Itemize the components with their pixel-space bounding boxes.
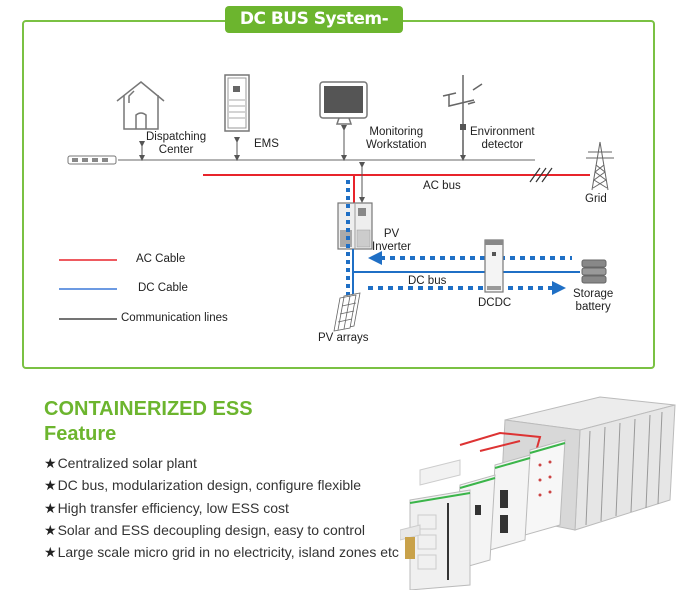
feature-subtitle: Feature xyxy=(44,423,117,445)
transmission-tower-icon xyxy=(586,141,614,191)
ac-cable-icon xyxy=(459,431,542,456)
pv-inverter-label: PV Inverter xyxy=(372,228,411,254)
monitoring-label-line2: Workstation xyxy=(366,139,427,151)
phase-mark-icon xyxy=(529,167,553,183)
ems-label: EMS xyxy=(254,138,279,150)
feature-list: ★Centralized solar plant ★DC bus, modula… xyxy=(44,452,399,563)
ems-cabinet-icon xyxy=(224,74,250,132)
environment-detector-label: Environment detector xyxy=(470,126,535,152)
feature-item: ★DC bus, modularization design, configur… xyxy=(44,474,399,496)
monitoring-workstation-label: Monitoring Workstation xyxy=(366,126,427,152)
transformer-cabinet-icon xyxy=(409,489,471,590)
solar-panel-icon xyxy=(333,292,361,332)
legend-comm-label: Communication lines xyxy=(121,312,228,324)
feature-item: ★Large scale micro grid in no electricit… xyxy=(44,541,399,563)
dc-bus-label: DC bus xyxy=(408,275,447,287)
star-icon: ★ xyxy=(44,521,57,538)
diagram-title: DC BUS System-BESS xyxy=(225,6,403,56)
storage-label-line2: battery xyxy=(575,301,611,313)
storage-label-line1: Storage xyxy=(573,288,614,300)
legend-dc-label: DC Cable xyxy=(138,282,188,294)
star-icon: ★ xyxy=(44,477,57,494)
feature-item-text: Centralized solar plant xyxy=(57,455,197,471)
pcs-cabinet-icon xyxy=(489,454,531,551)
system-diagram xyxy=(59,74,614,332)
pv-inverter-label-line1: PV xyxy=(383,228,400,240)
containerized-ess-illustration xyxy=(400,396,676,590)
feature-item-text: DC bus, modularization design, configure… xyxy=(57,477,362,494)
legend-ac-label: AC Cable xyxy=(136,253,186,265)
feature-title: CONTAINERIZED ESS xyxy=(44,398,253,420)
feature-item: ★Centralized solar plant xyxy=(44,452,399,474)
pv-inverter-icon xyxy=(337,202,373,250)
left-arrow-icon xyxy=(368,251,382,265)
feature-item: ★Solar and ESS decoupling design, easy t… xyxy=(44,519,399,541)
feature-item-text: Solar and ESS decoupling design, easy to… xyxy=(57,521,365,538)
feature-item-text: Large scale micro grid in no electricity… xyxy=(57,544,399,561)
dispatching-label-line2: Center xyxy=(158,144,194,156)
dispatching-center-label: Dispatching Center xyxy=(146,131,206,157)
network-switch-icon xyxy=(67,155,117,165)
star-icon: ★ xyxy=(44,544,57,561)
grid-label: Grid xyxy=(585,193,607,205)
storage-battery-label: Storage battery xyxy=(573,288,613,314)
feature-item: ★High transfer efficiency, low ESS cost xyxy=(44,497,399,519)
environment-label-line2: detector xyxy=(481,139,524,151)
monitoring-label-line1: Monitoring xyxy=(369,126,424,138)
battery-rack-icon xyxy=(419,439,566,536)
star-icon: ★ xyxy=(44,455,57,471)
ac-bus-label: AC bus xyxy=(423,180,461,192)
pv-inverter-label-line2: Inverter xyxy=(372,241,411,253)
house-icon xyxy=(116,81,165,130)
feature-item-text: High transfer efficiency, low ESS cost xyxy=(57,499,289,516)
right-arrow-icon xyxy=(552,281,566,295)
storage-battery-icon xyxy=(581,259,607,284)
dispatching-label-line1: Dispatching xyxy=(146,131,207,143)
environment-label-line1: Environment xyxy=(470,126,535,138)
star-icon: ★ xyxy=(44,499,57,516)
pv-arrays-label: PV arrays xyxy=(318,332,369,344)
dcdc-label: DCDC xyxy=(478,297,512,309)
transformer-coil-icon xyxy=(400,524,421,559)
dcdc-converter-icon xyxy=(484,239,504,293)
monitor-icon xyxy=(319,81,368,125)
